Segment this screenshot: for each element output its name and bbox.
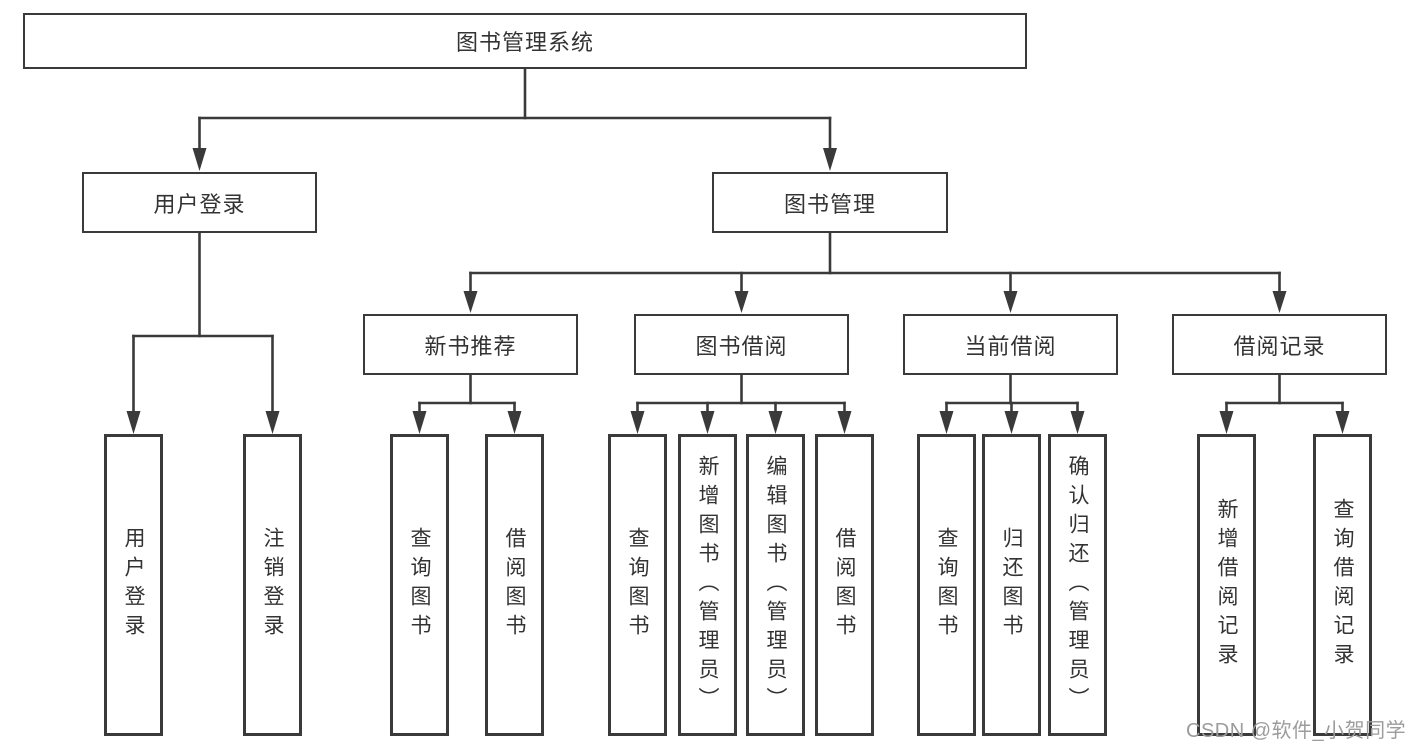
leaf-edit-book-admin: 编辑图书（管理员）	[746, 434, 805, 736]
leaf-borrow-books-rec-label: 借阅图书	[503, 527, 526, 643]
leaf-query-books-current-label: 查询图书	[935, 527, 958, 643]
node-borrow-records: 借阅记录	[1172, 314, 1387, 375]
leaf-confirm-return-admin: 确认归还（管理员）	[1048, 434, 1107, 736]
node-book-borrow: 图书借阅	[634, 314, 849, 375]
arrowhead	[1003, 291, 1018, 313]
arrowhead	[507, 411, 522, 434]
arrowhead	[126, 411, 141, 434]
leaf-query-books-rec-label: 查询图书	[408, 527, 431, 643]
leaf-logout-label: 注销登录	[261, 527, 284, 643]
arrowhead	[1219, 411, 1234, 434]
arrowhead	[768, 411, 783, 434]
arrowhead	[700, 411, 715, 434]
arrowhead	[192, 148, 207, 171]
leaf-add-borrow-record-label: 新增借阅记录	[1215, 498, 1238, 672]
watermark: CSDN @软件_小贺同学	[1186, 720, 1405, 742]
node-user-login: 用户登录	[82, 172, 317, 233]
arrowhead	[412, 411, 427, 434]
arrowhead	[630, 411, 645, 434]
arrowhead	[939, 411, 954, 434]
leaf-add-book-admin-label: 新增图书（管理员）	[696, 454, 719, 716]
leaf-user-login: 用户登录	[104, 434, 163, 736]
leaf-add-book-admin: 新增图书（管理员）	[678, 434, 737, 736]
leaf-borrow-books-rec: 借阅图书	[485, 434, 544, 736]
leaf-edit-book-admin-label: 编辑图书（管理员）	[764, 454, 787, 716]
leaf-query-borrow-record-label: 查询借阅记录	[1331, 498, 1354, 672]
arrowhead	[734, 291, 749, 313]
arrowhead	[823, 148, 837, 171]
node-book-mgmt: 图书管理	[712, 172, 948, 233]
leaf-query-books-borrow-label: 查询图书	[626, 527, 649, 643]
node-book-mgmt-label: 图书管理	[783, 191, 876, 217]
node-current-borrow: 当前借阅	[903, 314, 1118, 375]
leaf-query-borrow-record: 查询借阅记录	[1313, 434, 1372, 736]
arrowhead	[1070, 411, 1085, 434]
arrowhead	[463, 291, 478, 313]
arrowhead	[837, 411, 852, 434]
node-new-book-rec: 新书推荐	[363, 314, 578, 375]
arrowhead	[265, 411, 280, 434]
leaf-user-login-label: 用户登录	[122, 527, 145, 643]
leaf-logout: 注销登录	[243, 434, 302, 736]
node-borrow-records-label: 借阅记录	[1233, 333, 1326, 359]
arrowhead	[1272, 291, 1287, 313]
leaf-confirm-return-admin-label: 确认归还（管理员）	[1066, 454, 1089, 716]
node-book-borrow-label: 图书借阅	[695, 333, 788, 359]
leaf-add-borrow-record: 新增借阅记录	[1197, 434, 1256, 736]
leaf-query-books-borrow: 查询图书	[608, 434, 667, 736]
leaf-query-books-rec: 查询图书	[390, 434, 449, 736]
arrowhead	[1335, 411, 1350, 434]
arrowhead	[1004, 411, 1019, 434]
node-new-book-rec-label: 新书推荐	[424, 333, 517, 359]
leaf-return-books-label: 归还图书	[1000, 527, 1023, 643]
node-current-borrow-label: 当前借阅	[964, 333, 1057, 359]
node-root: 图书管理系统	[23, 13, 1027, 69]
node-user-login-label: 用户登录	[153, 191, 246, 217]
leaf-borrow-books-label: 借阅图书	[833, 527, 856, 643]
node-root-label: 图书管理系统	[455, 30, 594, 55]
leaf-return-books: 归还图书	[982, 434, 1041, 736]
leaf-borrow-books: 借阅图书	[815, 434, 874, 736]
leaf-query-books-current: 查询图书	[917, 434, 976, 736]
